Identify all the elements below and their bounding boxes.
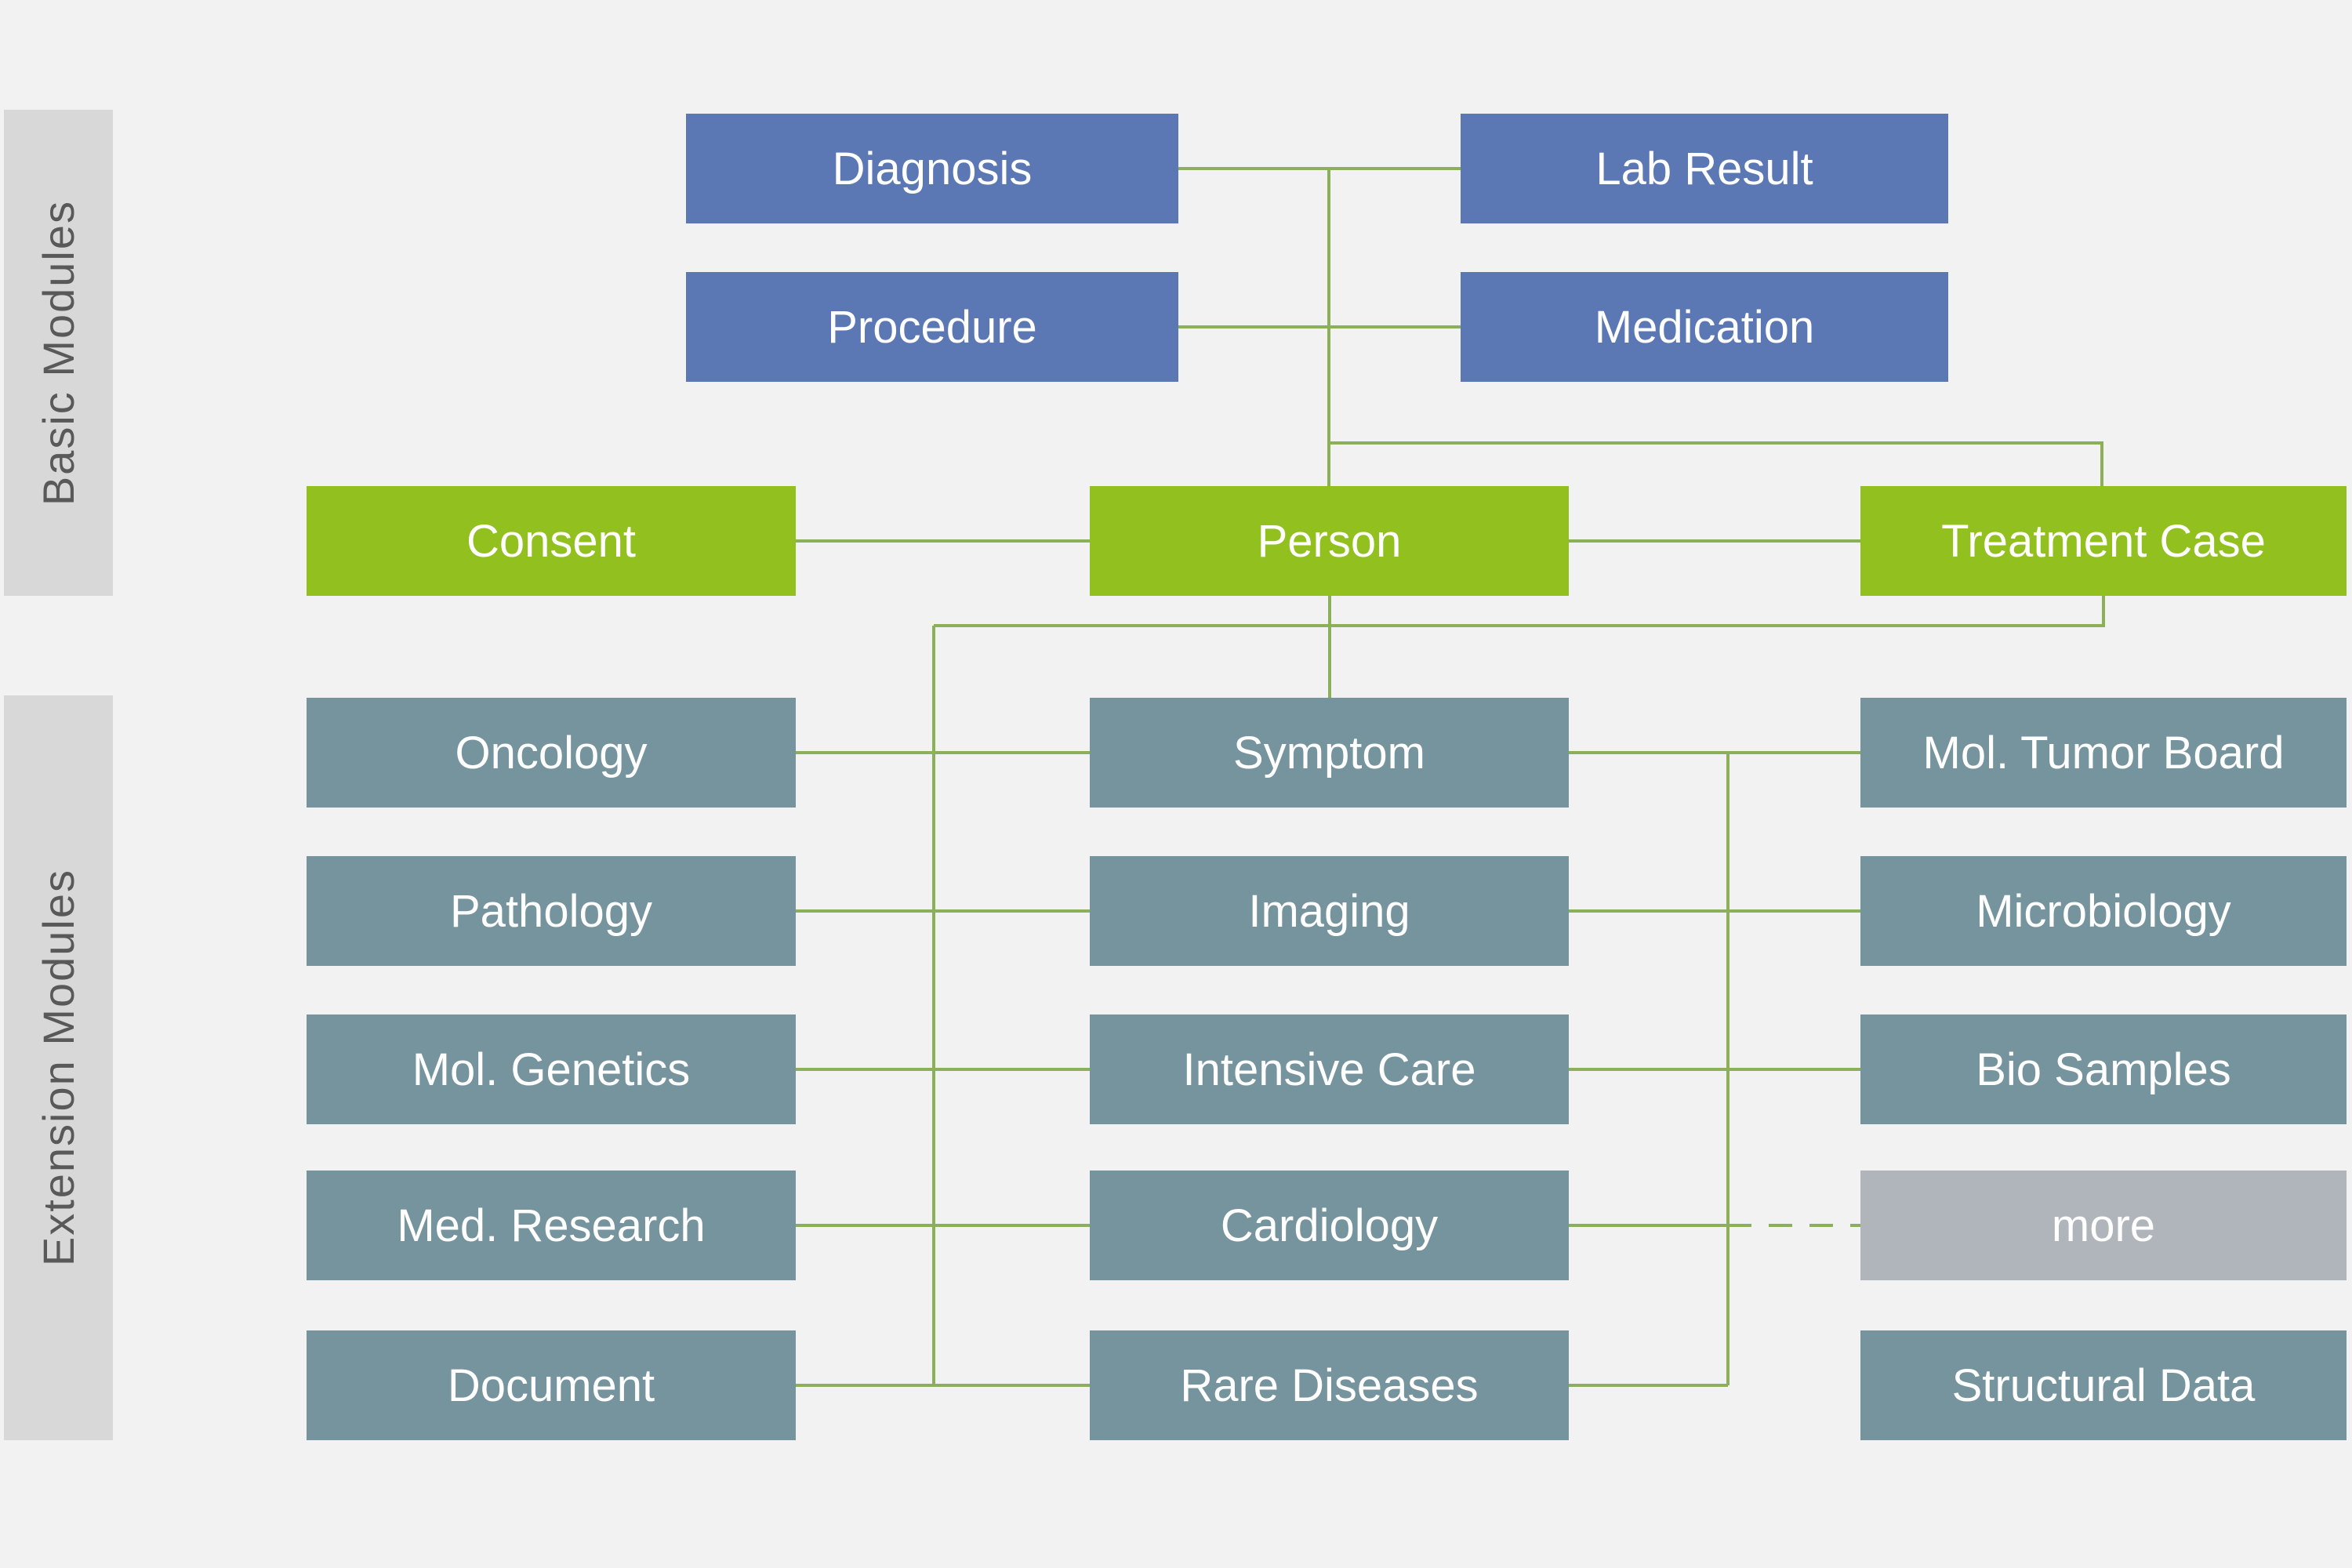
node-more: more (1860, 1171, 2347, 1280)
node-person: Person (1090, 486, 1569, 596)
extension-modules-label: Extension Modules (34, 869, 83, 1267)
node-cardiology: Cardiology (1090, 1171, 1569, 1280)
basic-modules-bar: Basic Modules (4, 110, 113, 596)
node-pathology: Pathology (307, 856, 796, 966)
node-consent: Consent (307, 486, 796, 596)
node-procedure: Procedure (686, 272, 1178, 382)
node-intensive-care: Intensive Care (1090, 1014, 1569, 1124)
node-imaging: Imaging (1090, 856, 1569, 966)
node-med-research: Med. Research (307, 1171, 796, 1280)
node-microbiology: Microbiology (1860, 856, 2347, 966)
node-document: Document (307, 1330, 796, 1440)
node-mol-genetics: Mol. Genetics (307, 1014, 796, 1124)
node-rare-diseases: Rare Diseases (1090, 1330, 1569, 1440)
node-bio-samples: Bio Samples (1860, 1014, 2347, 1124)
node-oncology: Oncology (307, 698, 796, 808)
node-medication: Medication (1461, 272, 1948, 382)
node-symptom: Symptom (1090, 698, 1569, 808)
node-mol-tumor-board: Mol. Tumor Board (1860, 698, 2347, 808)
node-lab-result: Lab Result (1461, 114, 1948, 223)
basic-modules-label: Basic Modules (34, 199, 83, 506)
node-treatment-case: Treatment Case (1860, 486, 2347, 596)
node-diagnosis: Diagnosis (686, 114, 1178, 223)
node-structural-data: Structural Data (1860, 1330, 2347, 1440)
extension-modules-bar: Extension Modules (4, 695, 113, 1440)
